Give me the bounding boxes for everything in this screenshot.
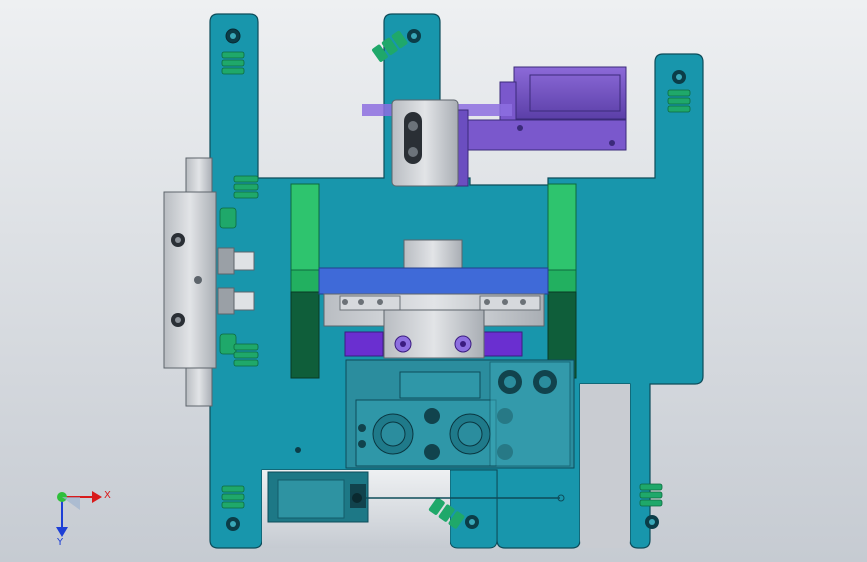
locator-hole xyxy=(295,447,301,453)
linear-rail-right[interactable] xyxy=(547,183,577,379)
elbow-fitting-bottom xyxy=(428,497,465,529)
mount-bracket[interactable] xyxy=(391,99,459,187)
pneumatic-fitting-icon xyxy=(221,51,691,509)
valve-manifold[interactable] xyxy=(345,359,575,469)
pneumatic-fitting-icon xyxy=(219,175,259,367)
gripper-assembly[interactable] xyxy=(323,293,545,359)
solenoid-valve[interactable] xyxy=(163,157,255,407)
coordinate-triad-icon xyxy=(56,491,102,537)
triad-y-label: Y xyxy=(56,537,64,548)
slider-bar[interactable] xyxy=(318,267,549,295)
corner-bolt xyxy=(225,28,686,531)
stop-block[interactable] xyxy=(403,239,463,269)
elbow-fitting-top xyxy=(372,30,408,62)
linear-rail-left[interactable] xyxy=(290,183,320,379)
triad-x-label: X xyxy=(104,490,111,501)
sensor-module[interactable] xyxy=(267,471,565,523)
